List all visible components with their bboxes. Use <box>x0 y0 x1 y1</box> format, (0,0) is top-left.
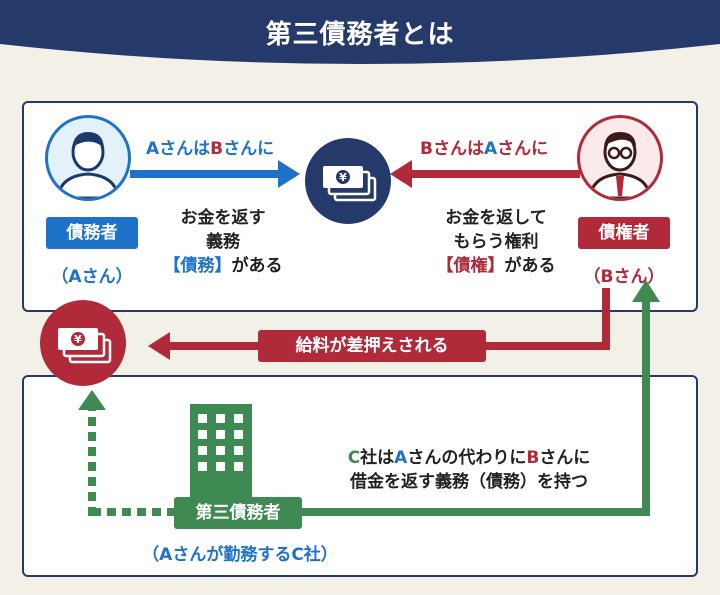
creditor-right-line2: もらう権利 <box>453 232 539 252</box>
debtor-badge: 債務者 <box>46 217 138 249</box>
third-party-desc: C社はAさんの代わりにBさんに 借金を返す義務（債務）を持つ <box>304 446 634 494</box>
debtor-name: （Aさん） <box>51 267 133 287</box>
debtor-duty-rest: がある <box>231 256 283 276</box>
money-yen-icon: ¥ <box>323 166 377 202</box>
label-a-4: さんに <box>223 139 275 159</box>
debtor-avatar <box>45 115 131 201</box>
arrow-debtor-to-money <box>130 160 300 188</box>
creditor-right-rest: がある <box>504 256 556 276</box>
label-b-4: さんに <box>497 139 549 159</box>
desc-p4: さんの代わりに <box>407 448 527 468</box>
label-a-1: A <box>146 139 160 159</box>
third-party-name: （Aさんが勤務するC社） <box>142 545 338 565</box>
person-with-glasses-icon <box>588 132 652 198</box>
money-circle-center: ¥ <box>305 138 391 224</box>
label-b-3: A <box>483 139 498 159</box>
arrow-third-party-to-debtor <box>78 390 176 516</box>
label-b-2: さんは <box>432 139 484 159</box>
creditor-avatar <box>577 115 663 201</box>
debtor-duty-em: 【債務】 <box>163 256 232 276</box>
header-shape <box>0 0 720 64</box>
arrow-label-a-to-b: AさんはBさんに <box>146 134 274 159</box>
person-icon <box>56 132 120 198</box>
third-party-desc-line2: 借金を返す義務（債務）を持つ <box>350 472 588 492</box>
money-circle-garnished: ¥ <box>40 300 126 386</box>
building-icon <box>190 404 252 498</box>
page-title: 第三債務者とは <box>265 20 455 50</box>
creditor-right-line1: お金を返して <box>445 208 547 228</box>
desc-p1: C <box>347 448 361 468</box>
arrow-label-b-to-a: BさんはAさんに <box>420 134 548 159</box>
third-party-badge: 第三債務者 <box>174 497 302 529</box>
creditor-badge: 債権者 <box>578 217 670 249</box>
debtor-duty-line1: お金を返す <box>180 208 266 228</box>
arrow-third-party-to-creditor <box>300 280 660 516</box>
creditor-right-line3: 【債権】がある <box>416 254 576 278</box>
garnish-label: 給料が差押えされる <box>258 330 486 362</box>
third-party-panel <box>22 375 698 577</box>
header-banner: 第三債務者とは <box>0 0 720 76</box>
svg-text:¥: ¥ <box>74 333 82 346</box>
creditor-name: （Bさん） <box>583 267 665 287</box>
money-yen-icon: ¥ <box>58 328 112 364</box>
svg-text:¥: ¥ <box>339 171 347 184</box>
debtor-duty-text: お金を返す 義務 【債務】がある <box>148 206 298 278</box>
label-a-2: さんは <box>159 139 211 159</box>
third-party-desc-line1: C社はAさんの代わりにBさんに <box>304 446 634 470</box>
desc-p6: さんに <box>539 448 591 468</box>
desc-p3: A <box>394 448 408 468</box>
label-a-3: B <box>210 139 224 159</box>
debtor-duty-line2: 義務 <box>206 232 240 252</box>
desc-p5: B <box>526 448 540 468</box>
desc-p2: 社は <box>360 448 395 468</box>
creditor-right-em: 【債権】 <box>436 256 505 276</box>
debtor-duty-line3: 【債務】がある <box>148 254 298 278</box>
label-b-1: B <box>420 139 433 159</box>
creditor-right-text: お金を返して もらう権利 【債権】がある <box>416 206 576 278</box>
arrow-creditor-to-money <box>390 160 580 188</box>
